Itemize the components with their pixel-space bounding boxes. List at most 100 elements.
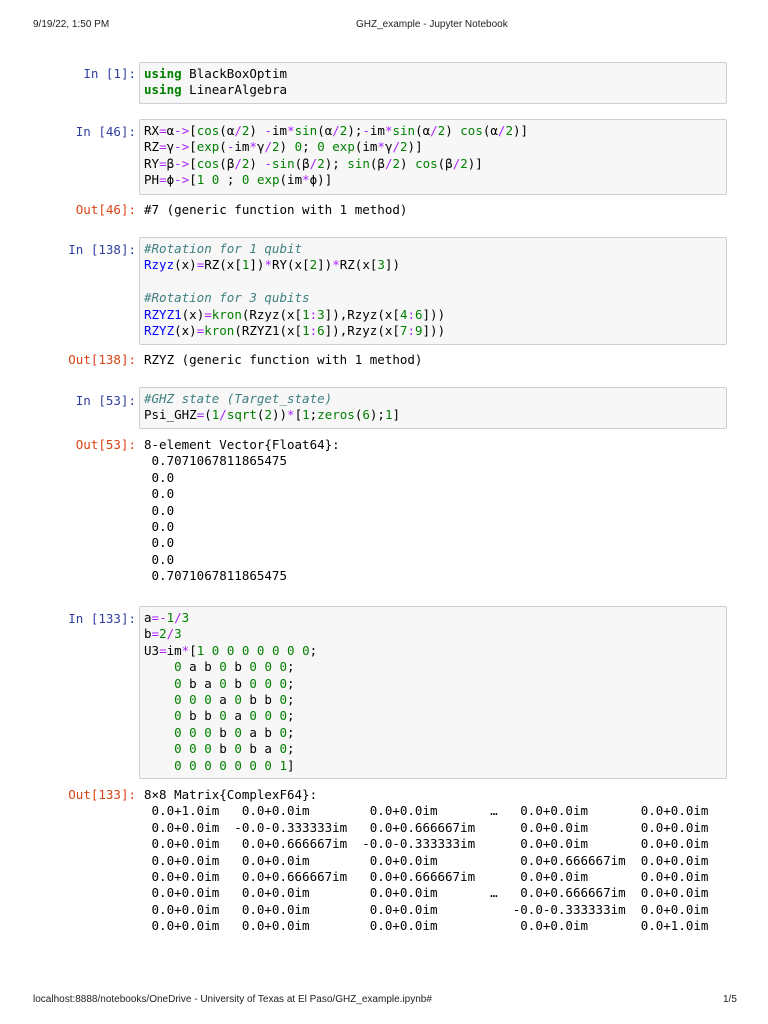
code-token: *: [264, 257, 272, 273]
code-token: sin: [347, 155, 370, 171]
code-text: a=-1/3 b=2/3 U3=im*[1 0 0 0 0 0 0 0; 0 a…: [144, 610, 722, 774]
code-token: Rzyz: [144, 257, 175, 273]
code-token: cos: [415, 155, 438, 171]
code-token: ->: [174, 139, 190, 155]
code-token: im: [272, 123, 288, 138]
code-token: *: [302, 172, 310, 188]
code-token: 1: [211, 407, 220, 423]
code-token: RX: [144, 123, 160, 138]
code-token: b: [226, 675, 250, 691]
code-token: γ: [384, 139, 393, 155]
code-token: (x): [181, 306, 205, 322]
code-token: 3: [174, 626, 182, 642]
code-token: (: [204, 407, 212, 423]
code-token: /: [234, 123, 242, 138]
code-token: /: [430, 123, 438, 138]
code-token: (x): [174, 257, 197, 273]
code-token: ;: [287, 708, 295, 724]
code-input[interactable]: RX=α->[cos(α/2) -im*sin(α/2);-im*sin(α/2…: [139, 119, 727, 195]
code-token: 3: [377, 257, 385, 273]
code-token: b a: [241, 741, 280, 757]
code-token: ;: [309, 642, 318, 658]
code-token: (β: [219, 155, 235, 171]
code-token: =: [196, 257, 205, 273]
code-token: ;: [287, 692, 295, 708]
code-token: :: [407, 323, 415, 339]
code-input[interactable]: #GHZ state (Target_state) Psi_GHZ=(1/sqr…: [139, 387, 727, 429]
code-token: (β: [294, 155, 310, 171]
code-token: 6: [317, 323, 325, 339]
code-token: 6: [415, 306, 423, 322]
code-token: *: [377, 139, 385, 155]
code-token: 0: [234, 692, 242, 708]
code-token: exp: [256, 172, 280, 188]
code-token: (β: [437, 155, 453, 171]
code-token: 7: [399, 323, 408, 339]
code-token: 3: [181, 610, 190, 625]
code-token: [: [189, 642, 197, 658]
cell-output: 8-element Vector{Float64}: 0.70710678118…: [144, 437, 340, 584]
code-token: sin: [294, 123, 318, 138]
code-token: 2: [241, 155, 250, 171]
code-token: *: [287, 123, 295, 138]
code-token: 2: [392, 155, 400, 171]
code-input[interactable]: a=-1/3 b=2/3 U3=im*[1 0 0 0 0 0 0 0; 0 a…: [139, 606, 727, 779]
code-token: 0: [279, 692, 288, 708]
code-input[interactable]: using BlackBoxOptim using LinearAlgebra: [139, 62, 727, 104]
code-token: 1: [196, 172, 205, 188]
code-token: b: [144, 626, 152, 642]
code-token: [144, 758, 174, 773]
code-input[interactable]: #Rotation for 1 qubit Rzyz(x)=RZ(x[1])*R…: [139, 237, 727, 345]
code-token: :: [407, 306, 415, 322]
code-token: /: [392, 139, 401, 155]
code-token: ϕ)]: [309, 172, 333, 188]
code-token: [144, 741, 174, 756]
code-token: ;: [287, 724, 295, 740]
code-token: ]): [317, 257, 333, 273]
code-token: *: [384, 123, 393, 138]
code-token: [144, 676, 174, 691]
print-header: 9/19/22, 1:50 PM GHZ_example - Jupyter N…: [0, 19, 768, 33]
code-token: )]: [407, 139, 423, 155]
code-token: 2: [264, 407, 272, 423]
output-prompt: Out[138]:: [68, 352, 136, 367]
cell-output: #7 (generic function with 1 method): [144, 202, 408, 217]
code-token: (: [256, 407, 265, 423]
code-token: 1: [241, 257, 250, 273]
code-token: ->: [174, 172, 190, 188]
code-token: exp: [332, 139, 355, 155]
code-token: [: [189, 123, 197, 138]
code-token: =: [196, 323, 205, 339]
code-token: ])): [422, 306, 446, 322]
code-token: 0: [234, 741, 242, 757]
code-token: ): [279, 139, 295, 155]
code-token: 0: [241, 172, 250, 188]
code-token: b: [211, 741, 235, 757]
code-comment: #Rotation for 1 qubit: [144, 241, 303, 256]
code-token: [144, 659, 174, 674]
code-token: -: [264, 155, 273, 171]
code-token: -: [264, 123, 273, 138]
code-token: ;: [287, 675, 295, 691]
code-token: *: [287, 407, 295, 423]
code-token: (x): [174, 323, 197, 339]
code-token: (α: [415, 123, 431, 138]
code-token: [: [189, 155, 197, 171]
code-token: ;: [287, 741, 295, 757]
code-token: :: [309, 323, 318, 339]
code-token: (α: [482, 123, 498, 138]
code-token: b a: [181, 675, 220, 691]
code-token: a b: [181, 659, 220, 675]
code-token: 9: [414, 323, 423, 339]
page-title: GHZ_example - Jupyter Notebook: [356, 19, 508, 30]
code-token: a: [211, 692, 235, 708]
code-token: 0: [234, 724, 242, 740]
code-token: ;: [219, 172, 242, 188]
code-token: sqrt: [226, 407, 257, 423]
code-token: ): [249, 155, 265, 171]
output-prompt: Out[53]:: [75, 437, 136, 452]
code-token: (: [354, 407, 363, 423]
code-token: zeros: [317, 407, 355, 423]
code-token: *: [249, 139, 257, 155]
code-token: )]: [512, 123, 529, 138]
